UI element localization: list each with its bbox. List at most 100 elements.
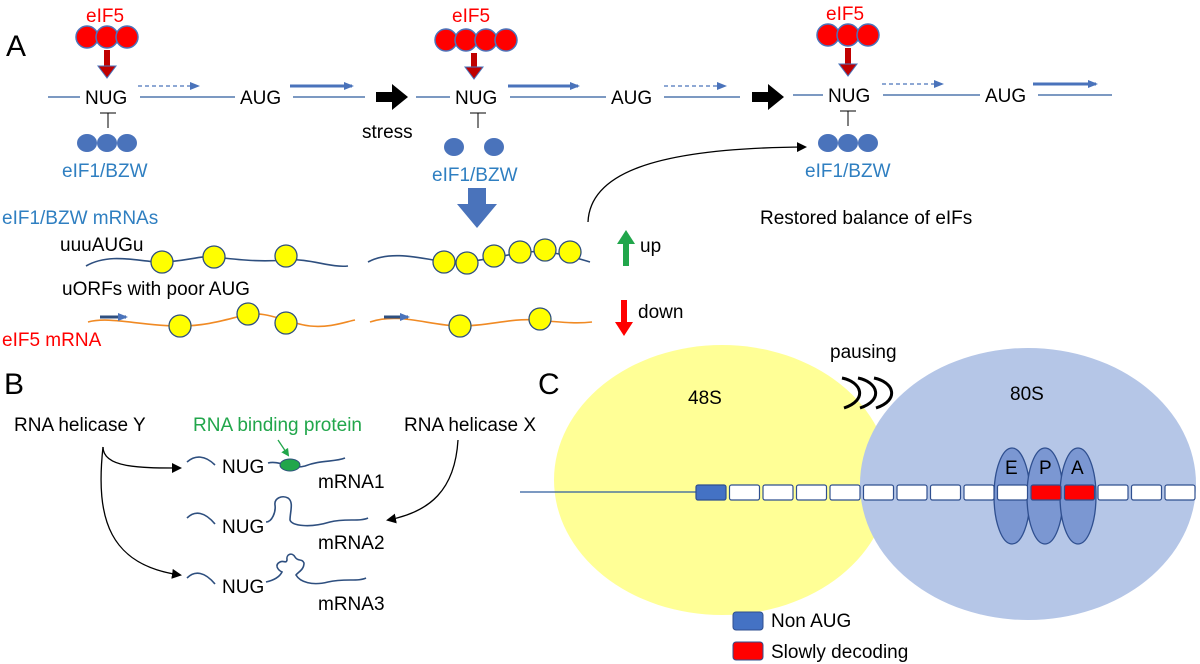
eif1-factor-icon-reduced — [444, 138, 504, 156]
ribosome-icon — [448, 314, 472, 338]
eif5-factor-icon — [75, 25, 139, 49]
ribosome-icon — [482, 244, 506, 268]
rbp-label: RNA binding protein — [193, 415, 362, 436]
eif1-factor-icon — [77, 134, 137, 152]
panel-letter-c: C — [538, 368, 560, 401]
helicase-x-arrow — [386, 439, 459, 524]
eif1-factor-icon — [818, 134, 878, 152]
panel-a-state-1: eIF5 NUG AUG eIF1/BZW — [48, 6, 365, 182]
helicase-y-arrow-2 — [100, 446, 182, 579]
codon — [896, 484, 928, 501]
ribosome-icon — [528, 307, 552, 331]
panel-a-state-2: eIF5 NUG AUG eIF1/BZW — [416, 6, 740, 228]
eif1-mrna-stress — [367, 238, 591, 275]
legend-swatch-slowly-decoding — [732, 641, 764, 661]
transition-arrow-icon — [376, 84, 408, 110]
codon — [1097, 484, 1129, 501]
codon — [728, 484, 761, 501]
nug-codon: NUG — [455, 88, 497, 109]
legend-label-non-aug: Non AUG — [771, 611, 851, 632]
down-arrow-icon — [457, 188, 497, 228]
mrna1-structure — [186, 456, 346, 472]
codon — [996, 484, 1029, 501]
panel-letter-a: A — [6, 30, 26, 63]
helicase-y-label: RNA helicase Y — [14, 415, 146, 436]
ribosome-icon — [533, 238, 557, 262]
ribosome-icon — [202, 245, 226, 269]
ribosome-icon — [274, 311, 298, 335]
ribosome-icon — [558, 240, 582, 264]
rbp-pointer-arrow — [277, 439, 290, 457]
eif5-label: eIF5 — [86, 6, 124, 27]
eif5-factor-icon — [434, 28, 518, 52]
ribosome-icon — [236, 302, 260, 326]
p-site-label: P — [1039, 458, 1052, 479]
legend-swatch-non-aug — [732, 611, 764, 631]
eif1-label: eIF1/BZW — [432, 165, 518, 186]
mrna1-label: mRNA1 — [318, 472, 385, 493]
ribosome-48s-label: 48S — [688, 388, 722, 409]
feedback-arrow — [587, 142, 807, 223]
eif5-factor-icon — [816, 23, 880, 47]
codon — [963, 484, 995, 501]
eif1-mrna-normal — [85, 244, 349, 274]
transition-arrow-icon — [752, 84, 784, 110]
codon-non-aug — [695, 484, 727, 501]
up-arrow-icon — [617, 230, 635, 266]
panel-a-state-3: eIF5 NUG AUG eIF1/BZW Restored balance o… — [760, 4, 1112, 229]
codon — [1130, 484, 1163, 501]
trna-sites — [993, 447, 1097, 545]
eif1-mrnas-label: eIF1/BZW mRNAs — [2, 208, 158, 229]
mrna2-structure — [186, 496, 369, 527]
ribosome-80s-label: 80S — [1010, 384, 1044, 405]
ribosome-icon — [168, 314, 192, 338]
mrna3-structure — [186, 553, 367, 585]
eif1-label: eIF1/BZW — [805, 161, 891, 182]
eif5-label-stress: eIF5 — [452, 6, 490, 27]
ribosome-icon — [274, 244, 298, 268]
mrna2-label: mRNA2 — [318, 533, 385, 554]
codon-slowly-decoding — [1063, 484, 1096, 501]
helicase-x-label: RNA helicase X — [404, 415, 536, 436]
eif5-mrna-normal — [87, 302, 356, 338]
rbp-icon — [279, 458, 301, 472]
eif1-label: eIF1/BZW — [62, 161, 148, 182]
ribosome-icon — [150, 250, 174, 274]
eif5-label-restored: eIF5 — [826, 4, 864, 25]
uuuaugu-label: uuuAUGu — [60, 235, 143, 256]
mrna3-nug: NUG — [222, 577, 264, 598]
nug-codon: NUG — [828, 86, 870, 107]
up-label: up — [640, 236, 661, 257]
mrna2-nug: NUG — [222, 517, 264, 538]
codon — [795, 484, 828, 501]
mrna3-label: mRNA3 — [318, 594, 385, 615]
aug-codon: AUG — [240, 88, 281, 109]
codon — [762, 484, 794, 501]
e-site-label: E — [1005, 458, 1018, 479]
promote-arrow-icon — [97, 50, 117, 79]
helicase-y-arrow-1 — [102, 446, 182, 473]
codon-row — [695, 484, 1196, 501]
codon — [1164, 484, 1196, 501]
down-label: down — [638, 302, 683, 323]
pausing-label: pausing — [830, 342, 897, 363]
legend: Non AUG Slowly decoding — [732, 611, 908, 663]
codon — [929, 484, 962, 501]
uorfs-label: uORFs with poor AUG — [62, 279, 250, 300]
down-arrow-red-icon — [615, 300, 633, 336]
promote-arrow-icon — [838, 48, 858, 77]
a-site-label: A — [1071, 458, 1084, 479]
ribosome-icon — [432, 250, 456, 274]
mrna1-nug: NUG — [222, 457, 264, 478]
codon — [862, 484, 895, 501]
eif5-mrna-label: eIF5 mRNA — [2, 330, 102, 351]
ribosome-icon — [508, 240, 532, 264]
eif5-mrna-stress — [369, 307, 593, 338]
aug-codon: AUG — [985, 86, 1026, 107]
stress-label: stress — [362, 122, 413, 143]
nug-codon: NUG — [85, 88, 127, 109]
ribosome-48s — [554, 345, 890, 615]
aug-codon: AUG — [611, 88, 652, 109]
promote-arrow-icon — [464, 53, 484, 80]
